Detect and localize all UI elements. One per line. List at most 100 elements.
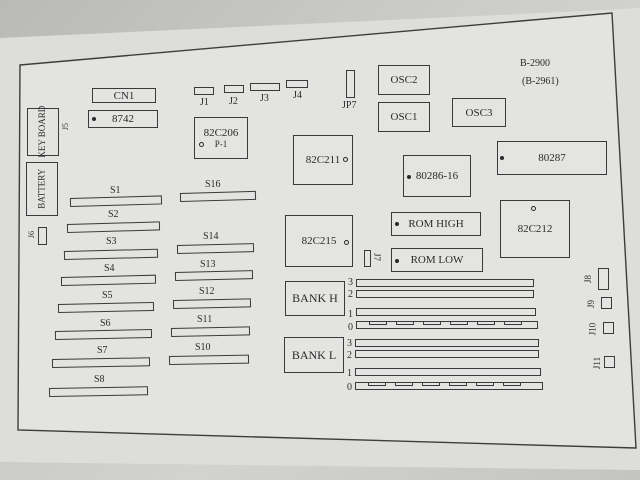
- slot-label: S14: [203, 231, 219, 242]
- expansion-slot-s3: [63, 248, 159, 260]
- bank-l-label: BANK L: [291, 347, 337, 362]
- expansion-slot-s11: [170, 326, 251, 337]
- j3-header: [250, 83, 280, 91]
- osc3-oscillator: OSC3: [452, 98, 506, 127]
- chip-82c206: 82C206 P-1: [194, 117, 248, 159]
- battery: BATTERY: [26, 162, 58, 216]
- simm-row: [355, 368, 541, 376]
- bank-row-number: 3: [348, 277, 353, 288]
- bank-row-number: 0: [347, 382, 352, 393]
- chip-82c215: 82C215: [285, 215, 353, 267]
- chip-82c211-label: 82C211: [305, 154, 341, 166]
- chip-82c215-label: 82C215: [301, 235, 337, 247]
- rom-low-chip: ROM LOW: [391, 248, 483, 272]
- slot-label: S6: [100, 318, 111, 329]
- j10-label: J10: [587, 322, 598, 336]
- j2-header: [224, 85, 244, 93]
- dip-notch: [503, 382, 521, 386]
- dip-notch: [369, 321, 387, 325]
- osc2-oscillator: OSC2: [378, 65, 430, 95]
- expansion-slot-s1: [69, 195, 163, 207]
- slot-label: S3: [106, 236, 117, 247]
- expansion-slot-s10: [168, 354, 250, 365]
- model-number: B-2900: [520, 58, 550, 69]
- pin1-ring: [344, 240, 349, 245]
- dip-notch: [450, 321, 468, 325]
- simm-row: [355, 350, 539, 358]
- rom-high-label: ROM HIGH: [408, 218, 464, 230]
- j10-jumper: [603, 322, 614, 334]
- p1-label: P-1: [214, 139, 228, 149]
- j1-label: J1: [200, 97, 209, 108]
- dip-notch: [476, 382, 494, 386]
- osc1-label: OSC1: [390, 111, 418, 123]
- bank-h-label: BANK H: [292, 291, 338, 305]
- chip-8742-label: 8742: [112, 113, 134, 125]
- bank-h-block: BANK H: [285, 281, 345, 316]
- battery-label: BATTERY: [36, 168, 47, 210]
- j4-header: [286, 80, 308, 88]
- bank-row-number: 1: [347, 368, 352, 379]
- jp7-jumper: [346, 70, 355, 98]
- chip-80286: 80286-16: [403, 155, 471, 197]
- jp7-label: JP7: [342, 100, 357, 111]
- chip-80287: 80287: [497, 141, 607, 175]
- pin1-dot: [92, 117, 96, 121]
- slot-label: S8: [94, 374, 105, 385]
- j6-label: J6: [27, 230, 37, 239]
- chip-80286-label: 80286-16: [415, 170, 459, 182]
- slot-label: S10: [195, 342, 211, 353]
- j7-label: J7: [372, 252, 383, 262]
- expansion-slot-s13: [174, 270, 254, 281]
- keyboard-connector: KEY BOARD: [27, 106, 59, 158]
- cn1-label: CN1: [113, 89, 135, 102]
- dip-notch: [504, 321, 522, 325]
- slot-label: S16: [205, 179, 221, 190]
- simm-row: [356, 290, 534, 298]
- pin1-ring: [343, 157, 348, 162]
- chip-80287-label: 80287: [538, 152, 566, 164]
- j7-jumper: [364, 250, 371, 267]
- pin1-dot: [407, 175, 411, 179]
- rom-low-label: ROM LOW: [410, 254, 464, 266]
- j5-label: J5: [61, 122, 71, 131]
- bank-l-block: BANK L: [284, 337, 344, 373]
- expansion-slot-s12: [172, 298, 252, 309]
- expansion-slot-s2: [66, 221, 161, 233]
- j3-label: J3: [260, 93, 269, 104]
- dip-notch: [423, 321, 441, 325]
- model-number-alt: (B-2961): [522, 76, 559, 87]
- j4-label: J4: [293, 90, 302, 101]
- simm-row: [356, 279, 534, 287]
- j11-label: J11: [592, 356, 603, 370]
- slot-label: S7: [97, 345, 108, 356]
- osc2-label: OSC2: [390, 74, 418, 86]
- j8-label: J8: [583, 274, 594, 284]
- expansion-slot-s16: [179, 190, 257, 202]
- slot-label: S1: [110, 185, 121, 196]
- bank-row-number: 2: [347, 350, 352, 361]
- rom-high-chip: ROM HIGH: [391, 212, 481, 236]
- dip-row: [355, 382, 543, 390]
- j6-jumper: [38, 227, 47, 245]
- pin1-ring: [199, 142, 204, 147]
- bank-row-number: 3: [347, 338, 352, 349]
- dip-notch: [422, 382, 440, 386]
- pin1-dot: [395, 259, 399, 263]
- expansion-slot-s4: [60, 274, 157, 286]
- pin1-dot: [395, 222, 399, 226]
- slot-label: S4: [104, 263, 115, 274]
- expansion-slot-s5: [57, 301, 155, 313]
- slot-label: S11: [197, 314, 213, 325]
- bank-row-number: 0: [348, 322, 353, 333]
- bank-row-number: 1: [348, 309, 353, 320]
- pin1-ring: [531, 206, 536, 211]
- dip-notch: [395, 382, 413, 386]
- keyboard-label: KEY BOARD: [37, 106, 48, 158]
- dip-notch: [449, 382, 467, 386]
- simm-row: [356, 308, 536, 316]
- slot-label: S5: [102, 290, 113, 301]
- cn1-connector: CN1: [92, 88, 156, 103]
- chip-82c212-label: 82C212: [517, 223, 553, 235]
